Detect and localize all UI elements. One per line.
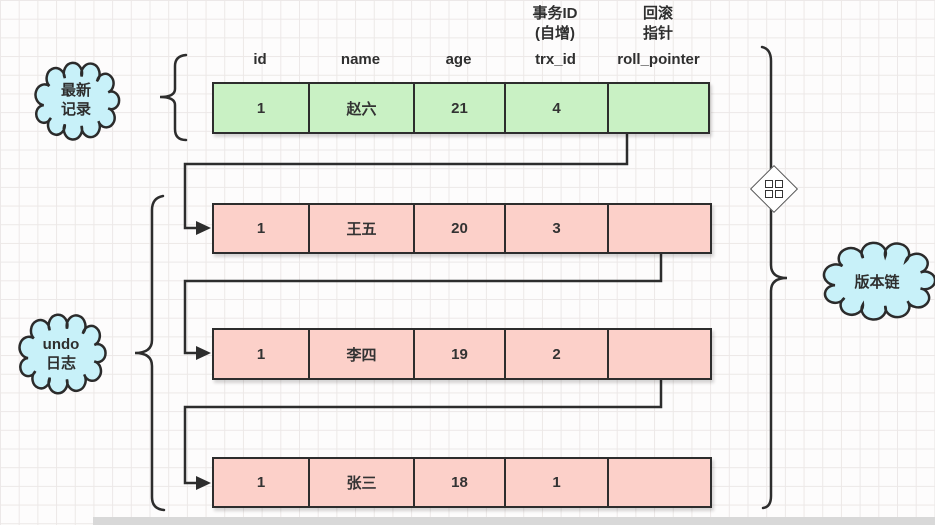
latest-record-label: 最新 记录 (36, 81, 116, 119)
roll-pointer-note-line1: 回滚 (642, 5, 673, 22)
cell-name: 王五 (310, 205, 415, 252)
cell-name: 张三 (310, 459, 415, 506)
cell-age: 20 (415, 205, 506, 252)
cell-age: 18 (415, 459, 506, 506)
canvas-bottom-edge (93, 517, 935, 525)
cell-trx-id: 4 (506, 84, 609, 132)
move-cursor-panes (765, 180, 783, 198)
header-trx-id: trx_id (535, 50, 576, 68)
cell-id: 1 (214, 205, 310, 252)
undo-row-3[interactable]: 1 张三 18 1 (212, 457, 712, 508)
header-roll-pointer: roll_pointer (617, 50, 700, 68)
cell-id: 1 (214, 330, 310, 378)
cell-name: 李四 (310, 330, 415, 378)
latest-record-row[interactable]: 1 赵六 21 4 (212, 82, 710, 134)
cell-trx-id: 3 (506, 205, 609, 252)
cell-roll-pointer (609, 84, 708, 132)
trx-id-note-line1: 事务ID (532, 5, 578, 22)
cell-id: 1 (214, 84, 310, 132)
cell-roll-pointer (609, 459, 710, 506)
move-cursor-icon[interactable] (749, 164, 799, 214)
undo-log-label: undo 日志 (21, 335, 101, 373)
header-age: age (445, 50, 472, 68)
cell-roll-pointer (609, 330, 710, 378)
undo-label-line2: 日志 (45, 355, 76, 372)
version-chain-label: 版本链 (822, 273, 932, 292)
cell-name: 赵六 (310, 84, 415, 132)
cell-roll-pointer (609, 205, 710, 252)
undo-row-1[interactable]: 1 王五 20 3 (212, 203, 712, 254)
roll-pointer-note-line2: 指针 (642, 25, 673, 42)
undo-label-line1: undo (42, 336, 80, 353)
cell-trx-id: 2 (506, 330, 609, 378)
column-headers: id name age trx_id roll_pointer (212, 48, 710, 70)
roll-pointer-note: 回滚 指针 (598, 4, 718, 44)
undo-row-2[interactable]: 1 李四 19 2 (212, 328, 712, 380)
trx-id-note-line2: (自增) (535, 25, 575, 42)
cell-id: 1 (214, 459, 310, 506)
brace-latest-record (159, 53, 188, 142)
header-id: id (253, 50, 267, 68)
header-name: name (340, 50, 381, 68)
brace-version-chain (760, 45, 788, 510)
version-label-line1: 版本链 (854, 274, 900, 291)
latest-label-line1: 最新 (60, 82, 91, 99)
cell-trx-id: 1 (506, 459, 609, 506)
brace-undo-log (134, 194, 166, 512)
cell-age: 19 (415, 330, 506, 378)
cell-age: 21 (415, 84, 506, 132)
latest-label-line2: 记录 (60, 101, 91, 118)
trx-id-note: 事务ID (自增) (495, 4, 615, 44)
